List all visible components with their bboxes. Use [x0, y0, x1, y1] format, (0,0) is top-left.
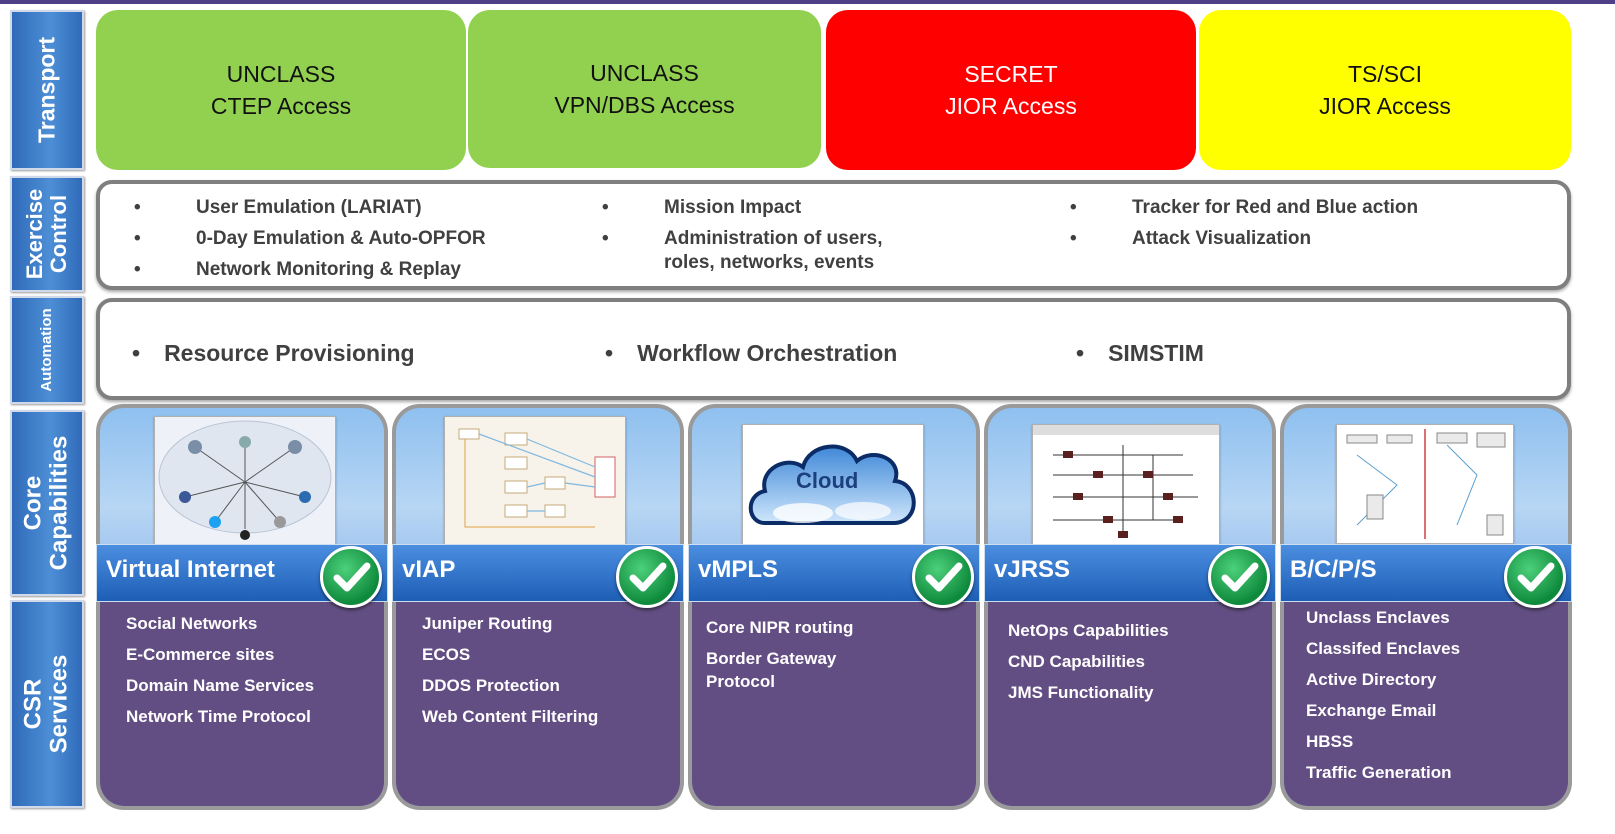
automation-band: •Resource Provisioning •Workflow Orchest…	[96, 298, 1571, 400]
ec-item-text: Mission Impact	[664, 197, 802, 218]
service-item: Border Gateway	[706, 649, 837, 668]
service-item: CND Capabilities	[1008, 652, 1145, 671]
transport-box-secret: SECRET JIOR Access	[826, 10, 1196, 170]
capability-title: vIAP	[402, 556, 456, 583]
service-item: Protocol	[706, 672, 775, 691]
automation-item-text: SIMSTIM	[1108, 340, 1204, 366]
capability-title: Virtual Internet	[106, 556, 275, 583]
services-panel	[396, 594, 680, 806]
check-icon	[616, 546, 678, 608]
ec-item: Tracker for Red and Blue action	[1070, 196, 1418, 220]
service-item: Traffic Generation	[1306, 763, 1452, 782]
row-label-transport: Transport	[10, 10, 84, 170]
ec-item: Administration of users, roles, networks,…	[602, 227, 883, 275]
capability-viap: vIAP Juniper Routing ECOS DDOS Protectio…	[392, 404, 684, 810]
ec-item: 0-Day Emulation & Auto-OPFOR	[134, 227, 486, 251]
row-label-text: Automation	[37, 308, 55, 392]
capability-vmpls: Cloud vMPLS Core NIPR routing Border Gat…	[688, 404, 980, 810]
service-item: E-Commerce sites	[126, 645, 275, 664]
service-item: Exchange Email	[1306, 701, 1437, 720]
capability-bcps: B/C/P/S Unclass Enclaves Classifed Encla…	[1280, 404, 1572, 810]
service-item: Domain Name Services	[126, 676, 315, 695]
ec-item: Attack Visualization	[1070, 227, 1418, 251]
row-label-text: Services	[46, 654, 73, 754]
row-label-text: Exercise	[21, 188, 47, 280]
row-label-text: Core	[19, 475, 47, 531]
service-item: ECOS	[422, 645, 471, 664]
check-icon	[1208, 546, 1270, 608]
transport-box-unclass-ctep: UNCLASS CTEP Access	[96, 10, 466, 170]
ec-item: Mission Impact	[602, 196, 883, 220]
transport-box-unclass-vpn: UNCLASS VPN/DBS Access	[468, 10, 821, 168]
services-panel	[988, 594, 1272, 806]
ec-item-text: Administration of users,	[664, 228, 883, 249]
services-panel	[1284, 594, 1568, 806]
service-item: Social Networks	[126, 614, 258, 633]
viap-diagram-image	[444, 416, 626, 548]
services-list: NetOps Capabilities CND Capabilities JMS…	[1008, 615, 1169, 708]
services-list: Core NIPR routing Border Gateway Protoco…	[706, 616, 853, 693]
services-list: Social Networks E-Commerce sites Domain …	[126, 608, 314, 732]
service-item: NetOps Capabilities	[1008, 621, 1169, 640]
check-icon	[1504, 546, 1566, 608]
check-icon	[912, 546, 974, 608]
row-label-text: CSR	[19, 678, 47, 730]
row-label-text: Control	[46, 194, 71, 274]
service-item: Active Directory	[1306, 670, 1437, 689]
row-label-text: Transport	[33, 36, 60, 144]
transport-access: VPN/DBS Access	[554, 92, 735, 118]
service-item: Unclass Enclaves	[1306, 608, 1450, 627]
capability-title: vMPLS	[698, 556, 779, 583]
transport-classification: UNCLASS	[590, 59, 699, 86]
capability-title: vJRSS	[994, 556, 1071, 583]
service-item: Juniper Routing	[422, 614, 553, 633]
exercise-control-band: User Emulation (LARIAT) 0-Day Emulation …	[96, 180, 1571, 290]
automation-item-text: Workflow Orchestration	[637, 340, 898, 366]
cloud-image	[742, 424, 924, 546]
service-item: HBSS	[1306, 732, 1354, 751]
service-item: Network Time Protocol	[126, 707, 311, 726]
top-accent-bar	[0, 0, 1615, 4]
services-list: Juniper Routing ECOS DDOS Protection Web…	[422, 608, 598, 732]
transport-access: CTEP Access	[210, 93, 352, 119]
capability-vjrss: vJRSS NetOps Capabilities CND Capabiliti…	[984, 404, 1276, 810]
automation-item-text: Resource Provisioning	[164, 340, 415, 366]
check-icon	[320, 546, 382, 608]
capability-virtual-internet: Virtual Internet Social Networks E-Comme…	[96, 404, 388, 810]
bcps-diagram-image	[1336, 424, 1514, 544]
ec-item: Network Monitoring & Replay	[134, 258, 486, 282]
automation-item: •Resource Provisioning	[132, 340, 415, 366]
service-item: JMS Functionality	[1008, 683, 1154, 702]
virtual-internet-network-image	[154, 416, 336, 548]
ec-item: User Emulation (LARIAT)	[134, 196, 486, 220]
transport-box-tssci: TS/SCI JIOR Access	[1199, 10, 1571, 170]
transport-classification: SECRET	[964, 60, 1058, 87]
automation-item: •SIMSTIM	[1076, 340, 1204, 366]
services-panel	[692, 594, 976, 806]
transport-classification: UNCLASS	[226, 60, 336, 87]
transport-classification: TS/SCI	[1347, 60, 1423, 87]
services-panel	[100, 594, 384, 806]
service-item: DDOS Protection	[422, 676, 560, 695]
cloud-label: Cloud	[796, 468, 859, 493]
row-label-automation: Automation	[10, 296, 84, 404]
automation-item: •Workflow Orchestration	[605, 340, 898, 366]
ec-item-text: roles, networks, events	[664, 252, 875, 273]
vjrss-topology-image	[1032, 424, 1220, 546]
capability-title: B/C/P/S	[1290, 556, 1377, 583]
transport-access: JIOR Access	[1319, 93, 1451, 119]
service-item: Web Content Filtering	[422, 707, 599, 726]
services-list: Unclass Enclaves Classifed Enclaves Acti…	[1306, 602, 1460, 788]
row-label-text: Capabilities	[46, 435, 73, 571]
service-item: Classifed Enclaves	[1306, 639, 1461, 658]
service-item: Core NIPR routing	[706, 618, 854, 637]
transport-access: JIOR Access	[945, 93, 1077, 119]
